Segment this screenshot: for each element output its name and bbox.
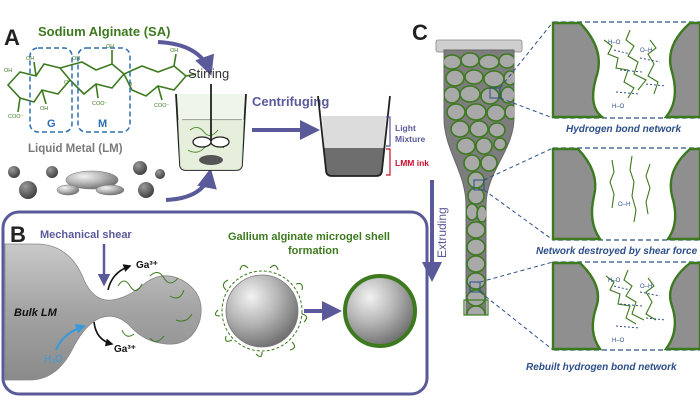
water-label: H₂O [44, 354, 63, 365]
water-arrow [55, 324, 86, 351]
microgel-shell-title-line2: formation [288, 245, 339, 257]
caption-network-destroyed: Network destroyed by shear force [536, 246, 698, 257]
ga-ion-label-up: Ga³⁺ [136, 260, 158, 271]
oh-label-3: OH [40, 106, 48, 112]
ga-ion-arrow-down [93, 321, 114, 347]
coo-label-2: COO⁻ [92, 101, 108, 107]
caption-rebuilt-network: Rebuilt hydrogen bond network [526, 362, 677, 373]
sa-to-beaker-arrow [157, 40, 215, 76]
oxygen-label-2: O [128, 82, 133, 88]
coo-label-1: COO⁻ [8, 114, 24, 120]
lmm-ink-label: LMM ink [395, 158, 429, 168]
oh-label-6: OH [170, 48, 178, 54]
oh-label-2: OH [26, 56, 34, 62]
extrusion-nozzle [435, 39, 523, 316]
panel-b: B Bulk LM Mechanical shear Ga³⁺ Ga³⁺ H₂O… [1, 210, 429, 396]
panel-c-letter: C [412, 20, 428, 45]
liquid-metal-droplets [8, 161, 165, 199]
panel-a-letter: A [4, 25, 20, 50]
g-unit-label: G [47, 118, 56, 130]
droplet-with-chains [214, 264, 308, 358]
coated-droplet [343, 274, 417, 348]
h-bond-label-1: H–O [608, 40, 621, 46]
panel-a: A Sodium Alginate (SA) OH OH COO⁻ OH COO… [4, 24, 429, 202]
h-bond-label-7: H–O [612, 338, 625, 344]
bulk-lm-shape [4, 243, 202, 381]
ga-ion-arrow-up [107, 264, 132, 291]
h-bond-label-2: O–H [640, 48, 652, 54]
extruded-filament-end [463, 299, 489, 316]
zoom-panel-rebuilt-network: H–O O–H H–O [551, 261, 700, 351]
coo-label-3: COO⁻ [154, 103, 170, 109]
ga-ion-label-down: Ga³⁺ [114, 344, 136, 355]
caption-hydrogen-bond-network: Hydrogen bond network [566, 124, 681, 135]
oh-label-5: OH [72, 56, 80, 62]
light-mixture-label-line1: Light [395, 123, 416, 133]
panel-b-letter: B [10, 222, 26, 247]
stirring-label: Stirring [188, 66, 229, 81]
oxygen-label-1: O [64, 80, 69, 86]
panel-c: C Extruding [412, 20, 700, 373]
h-bond-label-5: H–O [608, 278, 621, 284]
h-bond-label-6: O–H [640, 284, 652, 290]
microgel-shell-title-line1: Gallium alginate microgel shell [228, 231, 390, 243]
h-bond-label-3: H–O [612, 104, 625, 110]
alginate-chain-labels: OH OH COO⁻ OH COO⁻ OH OH COO⁻ OH O O [4, 44, 178, 120]
panel-b-frame [1, 210, 429, 396]
sodium-alginate-label: Sodium Alginate (SA) [38, 24, 170, 39]
zoom-guides [469, 21, 554, 351]
centrifuged-beaker [317, 95, 391, 177]
zoom-panel-hydrogen-network: H–O O–H H–O [551, 21, 700, 119]
bulk-lm-label: Bulk LM [14, 307, 58, 319]
g-unit-box [29, 47, 73, 133]
extruding-label: Extruding [435, 207, 449, 258]
h-bond-label-4: O–H [618, 202, 630, 208]
light-mixture-label-line2: Mixture [395, 134, 426, 144]
mechanical-shear-label: Mechanical shear [40, 229, 132, 241]
oh-label-1: OH [4, 68, 12, 74]
centrifuging-label: Centrifuging [252, 94, 329, 109]
stirring-beaker [175, 84, 247, 171]
lm-to-beaker-arrow [165, 168, 217, 202]
liquid-metal-label: Liquid Metal (LM) [28, 143, 123, 155]
m-unit-box [77, 47, 131, 133]
zoom-panel-destroyed-network: O–H [551, 147, 700, 241]
neck-alginate-fibers [117, 272, 193, 342]
oh-label-4: OH [106, 44, 114, 50]
m-unit-label: M [98, 118, 107, 130]
